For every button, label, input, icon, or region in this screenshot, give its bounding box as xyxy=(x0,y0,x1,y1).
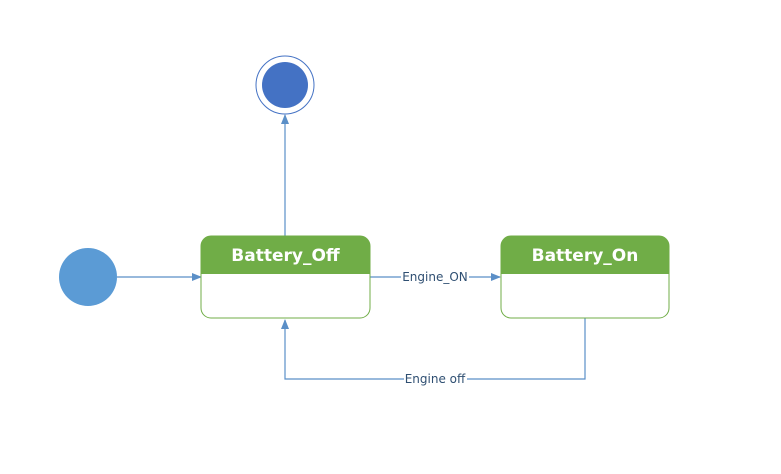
state-title-battery-off: Battery_Off xyxy=(231,246,340,266)
state-battery-off[interactable]: Battery_Off xyxy=(200,235,371,319)
initial-state-node[interactable] xyxy=(59,248,117,306)
transition-label-engine-on: Engine_ON xyxy=(402,270,468,284)
state-battery-on[interactable]: Battery_On xyxy=(500,235,670,319)
final-state-node[interactable] xyxy=(255,55,315,115)
transition-engine-off[interactable]: Engine off xyxy=(281,318,586,387)
transition-engine-on[interactable]: Engine_ON xyxy=(370,268,501,285)
state-title-battery-on: Battery_On xyxy=(532,246,639,266)
transition-label-engine-off: Engine off xyxy=(405,372,466,386)
